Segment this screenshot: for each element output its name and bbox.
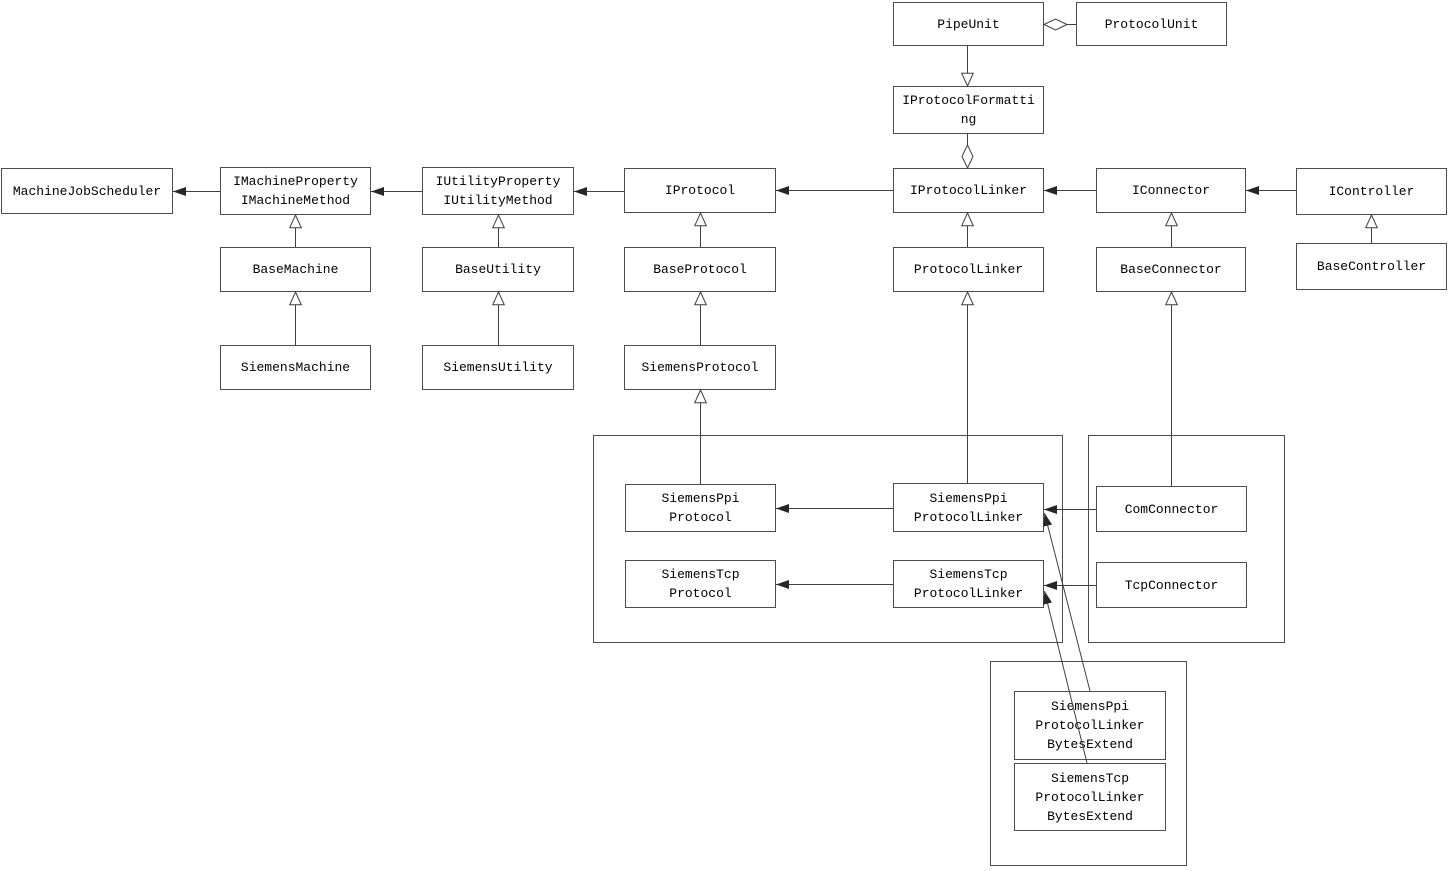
class-box-basemachine: BaseMachine [220,247,371,292]
class-label: IProtocolLinker [909,183,1028,198]
class-box-siemensprotocol: SiemensProtocol [624,345,776,390]
class-box-imachineproperty-imachinemethod: IMachineProperty IMachineMethod [220,167,371,215]
class-box-protocollinker: ProtocolLinker [893,247,1044,292]
class-label: TcpConnector [1124,577,1219,593]
class-label: IProtocol [664,183,736,198]
class-box-siemensutility: SiemensUtility [422,345,574,390]
class-label: SiemensProtocol [641,360,759,375]
class-label: SiemensPpi Protocol [661,491,740,525]
class-box-siemensppiprotocollinkerbytesextend: SiemensPpi ProtocolLinker BytesExtend [1014,691,1166,760]
class-label: ComConnector [1124,501,1219,517]
class-box-siemensppiprotocol: SiemensPpi Protocol [625,484,776,532]
class-label: BaseProtocol [653,262,747,277]
class-label: SiemensMachine [240,360,351,375]
class-box-iprotocollinker: IProtocolLinker [893,168,1044,213]
class-box-iprotocol: IProtocol [624,168,776,213]
class-box-pipeunit: PipeUnit [893,2,1044,46]
class-box-iutilityproperty-iutilitymethod: IUtilityProperty IUtilityMethod [422,167,574,215]
class-box-siemensppiprotocollinker: SiemensPpi ProtocolLinker [893,483,1044,532]
class-box-siemenstcpprotocollinkerbytesextend: SiemensTcp ProtocolLinker BytesExtend [1014,763,1166,831]
class-box-iprotocolformatting: IProtocolFormatti ng [893,86,1044,134]
class-label: BaseUtility [455,262,541,277]
class-box-basecontroller: BaseController [1296,243,1447,290]
class-label: IConnector [1131,183,1210,198]
class-box-baseprotocol: BaseProtocol [624,247,776,292]
class-label: IController [1328,184,1415,199]
class-label: ProtocolUnit [1104,16,1199,32]
class-box-iconnector: IConnector [1096,168,1246,213]
class-box-baseconnector: BaseConnector [1096,247,1246,292]
class-label: IMachineProperty IMachineMethod [233,174,358,208]
group-box-siemens-protocol-linkers [593,435,1063,643]
class-box-siemenstcpprotocollinker: SiemensTcp ProtocolLinker [893,560,1044,608]
class-box-protocolunit: ProtocolUnit [1076,2,1227,46]
class-label: SiemensTcp ProtocolLinker [913,567,1024,601]
class-box-siemenstcpprotocol: SiemensTcp Protocol [625,560,776,608]
class-label: ProtocolLinker [913,262,1024,277]
class-label: MachineJobScheduler [12,183,162,199]
class-label: SiemensUtility [443,360,553,375]
class-box-comconnector: ComConnector [1096,486,1247,532]
class-box-siemensmachine: SiemensMachine [220,345,371,390]
class-label: SiemensTcp Protocol [661,567,740,601]
class-label: SiemensPpi ProtocolLinker [913,490,1024,525]
class-label: BaseMachine [252,262,339,277]
class-box-tcpconnector: TcpConnector [1096,562,1247,608]
class-label: BaseConnector [1120,262,1222,277]
class-label: IUtilityProperty IUtilityMethod [435,174,561,208]
class-box-icontroller: IController [1296,168,1447,215]
class-label: PipeUnit [937,16,1000,32]
class-box-machinejobscheduler: MachineJobScheduler [1,168,173,214]
class-label: SiemensTcp ProtocolLinker BytesExtend [1035,770,1145,824]
class-label: IProtocolFormatti ng [902,93,1035,127]
class-box-baseutility: BaseUtility [422,247,574,292]
group-box-connectors [1088,435,1285,643]
class-label: BaseController [1316,259,1427,274]
class-label: SiemensPpi ProtocolLinker BytesExtend [1035,699,1145,752]
